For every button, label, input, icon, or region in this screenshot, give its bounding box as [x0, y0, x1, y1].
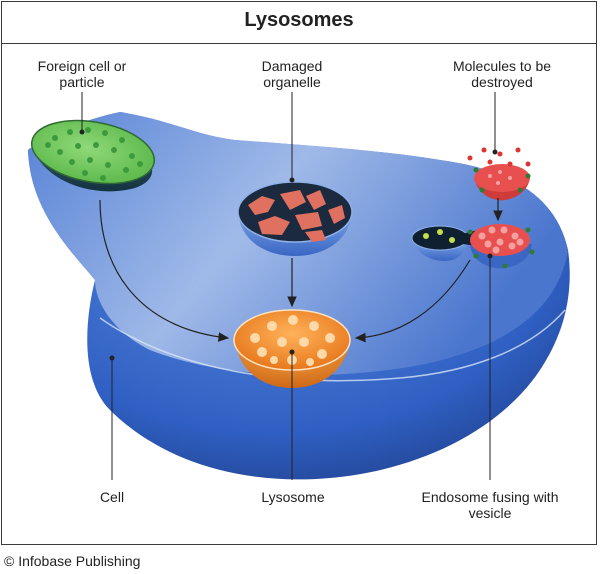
foreign-particle — [30, 119, 156, 192]
leader-lines — [79, 92, 498, 480]
label-foreign-particle: Foreign cell or particle — [37, 58, 127, 90]
label-molecules: Molecules to be destroyed — [452, 58, 552, 90]
arrow-foreign-to-lysosome — [99, 199, 230, 342]
diagram-title: Lysosomes — [244, 9, 354, 31]
damaged-organelle — [237, 181, 353, 256]
label-lysosome: Lysosome — [261, 489, 325, 505]
arrow-endosome-to-lysosome — [354, 259, 471, 343]
title-bar: Lysosomes — [2, 2, 596, 44]
label-cell: Cell — [99, 489, 125, 505]
endosome-vesicle — [411, 224, 535, 269]
molecules-cluster — [467, 147, 531, 201]
label-damaged-organelle: Damaged organelle — [261, 58, 323, 90]
cell-edge-highlight — [99, 309, 566, 382]
label-endosome: Endosome fusing with vesicle — [421, 489, 559, 521]
credit-line: © Infobase Publishing — [4, 553, 141, 569]
